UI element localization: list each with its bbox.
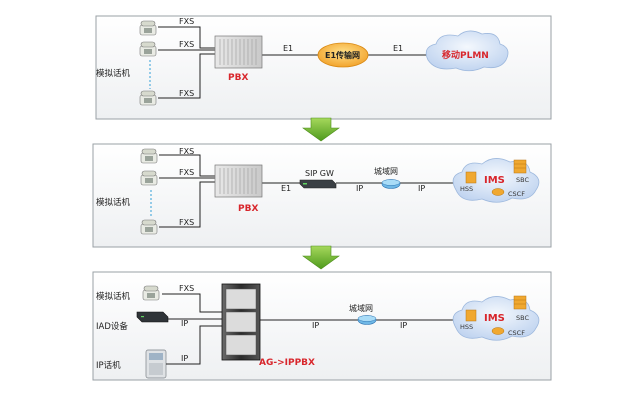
fxs-label: FXS	[179, 168, 194, 177]
ag-ippbx-rack-icon	[221, 283, 261, 361]
phone-icon	[139, 90, 157, 106]
cscf-server-icon	[491, 188, 505, 196]
hss-label: HSS	[460, 185, 473, 193]
iad-device-icon	[136, 311, 169, 323]
analog-phone-label: 模拟话机	[96, 291, 131, 302]
ip-label-left: IP	[312, 321, 319, 330]
fxs-label: FXS	[179, 89, 194, 98]
fxs-label: FXS	[179, 218, 194, 227]
evolution-arrow-down	[302, 245, 340, 270]
e1-transport-network-icon	[317, 42, 369, 68]
e1-label-right: E1	[393, 44, 403, 53]
ip-phone-icon	[145, 349, 167, 379]
e1-label-left: E1	[283, 44, 293, 53]
fxs-label: FXS	[179, 147, 194, 156]
iad-device-label: IAD设备	[96, 321, 128, 332]
e1-transport-label: E1传输网	[325, 50, 360, 60]
ipphone-ip-label: IP	[181, 354, 188, 363]
metro-network-label: 城域网	[374, 166, 398, 176]
panel-sip-gateway: FXS FXS FXS 模拟话机 PBX E1 SIP GW IP 城域网	[92, 143, 552, 248]
cscf-label: CSCF	[508, 329, 525, 337]
ag-ippbx-label: AG->IPPBX	[259, 358, 315, 368]
phone-icon	[140, 219, 158, 235]
e1-label: E1	[281, 184, 291, 193]
sbc-label: SBC	[516, 176, 529, 184]
cscf-server-icon	[491, 327, 505, 335]
sbc-server-icon	[513, 295, 527, 310]
panel-pbx-e1: FXS FXS FXS 模拟话机 PBX E1 E1传输网 E1 移动PLMN	[95, 15, 552, 120]
fxs-lines	[159, 154, 458, 228]
hss-server-icon	[465, 171, 477, 184]
pbx-label: PBX	[228, 73, 248, 83]
ims-label: IMS	[484, 175, 505, 186]
phone-icon	[139, 20, 157, 36]
sip-gw-label: SIP GW	[305, 169, 334, 178]
hss-server-icon	[465, 309, 477, 322]
sip-gateway-icon	[299, 179, 337, 189]
ims-label: IMS	[484, 313, 505, 324]
access-lines	[162, 293, 458, 365]
iad-ip-label: IP	[181, 319, 188, 328]
fxs-label: FXS	[179, 40, 194, 49]
router-icon	[357, 315, 377, 325]
analog-phones-label: 模拟话机	[96, 68, 131, 79]
phone-icon	[140, 170, 158, 186]
fxs-label: FXS	[179, 284, 194, 293]
cscf-label: CSCF	[508, 190, 525, 198]
sbc-label: SBC	[516, 314, 529, 322]
ip-label-right: IP	[400, 321, 407, 330]
phone-icon	[139, 41, 157, 57]
pbx-device-icon	[214, 35, 263, 69]
router-icon	[381, 179, 401, 189]
fxs-lines	[158, 26, 426, 99]
ip-phone-label: IP话机	[96, 360, 121, 371]
ip-label-right: IP	[418, 184, 425, 193]
analog-phones-label: 模拟话机	[96, 197, 131, 208]
mobile-plmn-label: 移动PLMN	[442, 49, 489, 61]
phone-icon	[140, 148, 158, 164]
fxs-label: FXS	[179, 17, 194, 26]
metro-network-label: 城域网	[349, 303, 373, 313]
panel-ag-ippbx: 模拟话机 IAD设备 IP话机 FXS IP IP AG	[92, 271, 552, 381]
ip-label-left: IP	[356, 184, 363, 193]
hss-label: HSS	[460, 323, 473, 331]
pbx-device-icon	[214, 164, 263, 198]
mobile-plmn-cloud-icon	[425, 30, 509, 72]
pbx-label: PBX	[238, 204, 258, 214]
phone-icon	[142, 285, 160, 301]
evolution-arrow-down	[302, 117, 340, 142]
sbc-server-icon	[513, 159, 527, 174]
